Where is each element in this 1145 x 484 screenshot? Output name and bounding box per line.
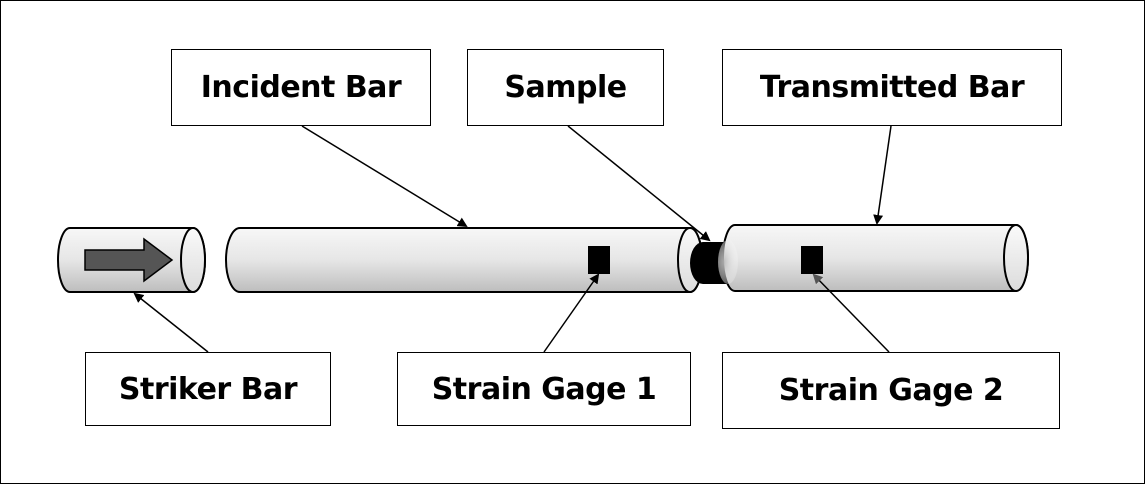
striker-bar-label: Striker Bar	[85, 352, 331, 426]
strain-gage-2	[801, 246, 823, 274]
transmitted-bar-label: Transmitted Bar	[722, 49, 1062, 126]
strain-gage-2-leader	[812, 273, 890, 353]
strain-gage-2-label: Strain Gage 2	[722, 352, 1060, 429]
sample-leader	[567, 125, 711, 242]
incident-bar-label: Incident Bar	[171, 49, 431, 126]
right-arrow-icon	[84, 237, 174, 283]
strain-gage-1	[588, 246, 610, 274]
sample-label: Sample	[467, 49, 664, 126]
striker-bar-leader	[133, 292, 209, 353]
incident-bar	[225, 227, 703, 293]
strain-gage-1-label: Strain Gage 1	[397, 352, 691, 426]
strain-gage-1-leader	[543, 273, 600, 353]
striker-bar	[57, 227, 206, 293]
incident-bar-leader	[301, 125, 468, 228]
transmitted-bar-leader	[873, 125, 892, 225]
transmitted-bar	[718, 224, 1029, 292]
